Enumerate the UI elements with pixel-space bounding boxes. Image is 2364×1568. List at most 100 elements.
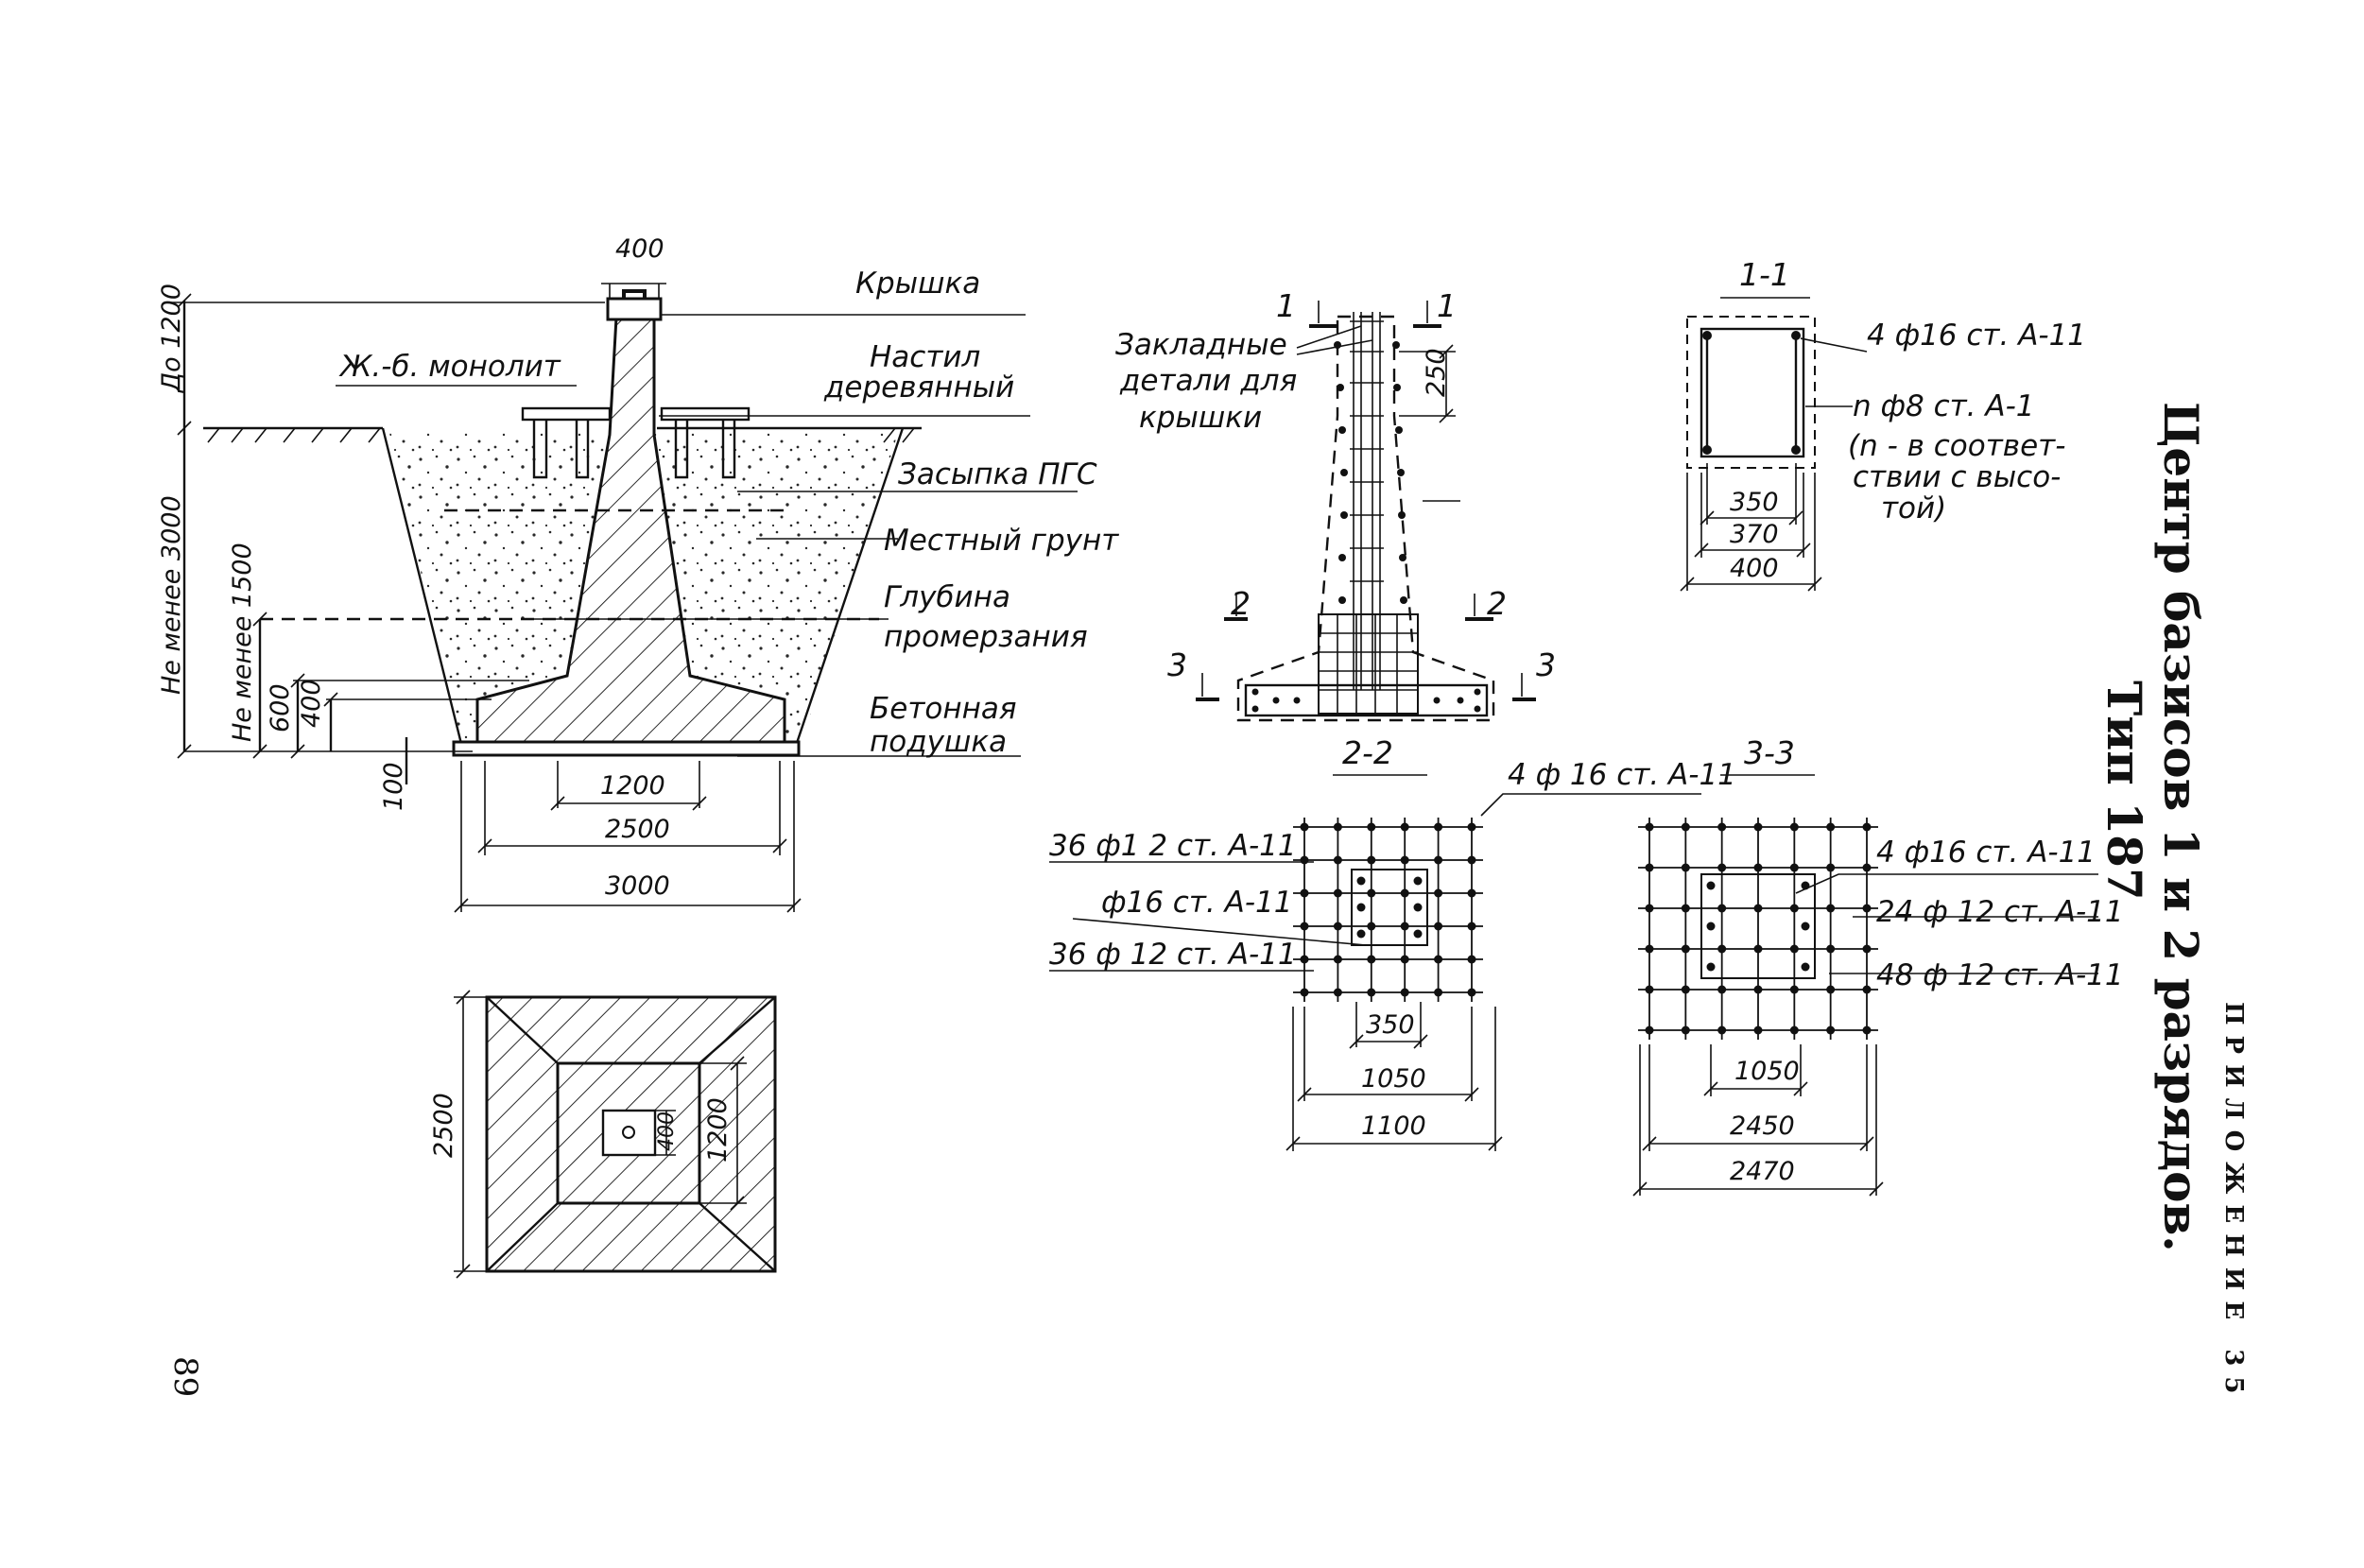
cut-1-right: 1 xyxy=(1437,287,1457,324)
rebar-dot xyxy=(1862,863,1872,872)
rebar-dot xyxy=(1356,903,1366,912)
dim-2500: 2500 xyxy=(605,815,670,844)
s22-rebar-c: 36 ф 12 ст. А-11 xyxy=(1049,938,1297,972)
rebar-dot xyxy=(1434,888,1443,898)
plan-dim-400: 400 xyxy=(655,1111,679,1151)
rebar-dot xyxy=(1681,985,1690,994)
rebar-dot xyxy=(1753,985,1763,994)
section-2-2-grid xyxy=(1293,818,1483,1002)
wooden-deck xyxy=(521,406,612,422)
rebar-dot xyxy=(1333,855,1342,865)
rebar-dot xyxy=(1367,855,1376,865)
rebar-dot xyxy=(1789,863,1799,872)
rebar-dot xyxy=(1645,1025,1654,1035)
rebar-dot xyxy=(1753,1025,1763,1035)
s11-dim-370: 370 xyxy=(1730,520,1779,549)
rebar-dot xyxy=(1400,988,1409,997)
rebar-dot xyxy=(1333,955,1342,964)
rebar-dot xyxy=(1467,955,1476,964)
label-cover: Крышка xyxy=(855,267,980,301)
rebar-dot xyxy=(1826,863,1836,872)
rebar-dot xyxy=(1753,863,1763,872)
rebar-dot xyxy=(1717,1025,1727,1035)
rebar-dot xyxy=(1300,855,1309,865)
cut-1-left: 1 xyxy=(1276,287,1296,324)
s22-rebar-top: 4 ф 16 ст. А-11 xyxy=(1508,758,1736,792)
rebar-dot xyxy=(1467,855,1476,865)
label-embedded-1: Закладные xyxy=(1115,328,1287,362)
rebar-dot xyxy=(1356,876,1366,886)
dim-3000: 3000 xyxy=(605,871,670,901)
rebar-dot xyxy=(1753,944,1763,954)
cover xyxy=(606,297,663,321)
s11-note-1: (n - в соответ- xyxy=(1848,429,2065,463)
rebar-dot xyxy=(1753,822,1763,832)
s11-dim-350: 350 xyxy=(1730,488,1779,517)
dim-min-1500: Не менее 1500 xyxy=(228,543,257,742)
rebar-dot xyxy=(1333,888,1342,898)
rebar-dot xyxy=(1801,922,1810,931)
rebar-dot xyxy=(1789,1025,1799,1035)
rebar-dot xyxy=(1367,988,1376,997)
rebar-dot xyxy=(1753,904,1763,913)
rebar-dot xyxy=(1434,922,1443,931)
rebar-dot xyxy=(1356,929,1366,939)
dim-1200: 1200 xyxy=(600,771,665,801)
rebar-dot xyxy=(1413,929,1423,939)
s33-rebar-b: 24 ф 12 ст. А-11 xyxy=(1876,895,2124,929)
rebar-dot xyxy=(1434,855,1443,865)
label-deck-2: деревянный xyxy=(823,370,1014,405)
dim-250: 250 xyxy=(1422,348,1451,397)
rebar-dot xyxy=(1400,922,1409,931)
rebar-dot xyxy=(1717,985,1727,994)
rebar-dot xyxy=(1300,822,1309,832)
rebar-dot xyxy=(1681,863,1690,872)
section-2-2-title: 2-2 xyxy=(1342,734,1393,771)
rebar-dot xyxy=(1717,822,1727,832)
s22-dim-350: 350 xyxy=(1366,1010,1415,1040)
rebar-dot xyxy=(1400,888,1409,898)
label-embedded-2: детали для xyxy=(1119,364,1297,398)
s22-dim-1100: 1100 xyxy=(1361,1111,1426,1141)
section-2-2: 2-2 4 ф 16 ст. А-11 36 ф1 2 ст. А-11 ф16… xyxy=(1049,734,1736,1151)
label-soil: Местный грунт xyxy=(884,524,1119,558)
rebar-dot xyxy=(1826,944,1836,954)
label-pad-2: подушка xyxy=(870,725,1007,759)
rebar-dot xyxy=(1300,988,1309,997)
rebar-dot xyxy=(1367,888,1376,898)
label-frost-1: Глубина xyxy=(884,580,1010,614)
foundation-plan: 2500 1200 400 xyxy=(429,990,777,1279)
label-pad-1: Бетонная xyxy=(870,692,1017,726)
plan-dim-2500: 2500 xyxy=(429,1093,458,1158)
rebar-dot xyxy=(1645,863,1654,872)
rebar-dot xyxy=(1789,985,1799,994)
label-monolith: Ж.-б. монолит xyxy=(338,350,561,384)
cut-3-left: 3 xyxy=(1167,646,1187,683)
rebar-dot xyxy=(1789,904,1799,913)
rebar-dot xyxy=(1645,985,1654,994)
s33-rebar-c: 48 ф 12 ст. А-11 xyxy=(1876,958,2124,992)
s11-dim-400: 400 xyxy=(1730,554,1779,583)
section-1-1: 1-1 4 ф16 ст. А-11 n ф8 ст. А-1 (n - в с… xyxy=(1680,256,2086,592)
rebar-dot xyxy=(1862,985,1872,994)
rebar-dot xyxy=(1467,822,1476,832)
rebar-dot xyxy=(1400,855,1409,865)
rebar-dot xyxy=(1826,822,1836,832)
rebar-dot xyxy=(1681,904,1690,913)
rebar-dot xyxy=(1681,822,1690,832)
page-number: 89 xyxy=(166,1356,204,1397)
dim-min-3000: Не менее 3000 xyxy=(157,495,186,695)
title-block: Центр базисов 1 и 2 разрядов. Тип 187 ПР… xyxy=(166,402,2248,1404)
rebar-dot xyxy=(1300,888,1309,898)
rebar-dot xyxy=(1826,985,1836,994)
rebar-dot xyxy=(1400,822,1409,832)
s33-dim-1050: 1050 xyxy=(1734,1057,1800,1086)
rebar-dot xyxy=(1413,876,1423,886)
rebar-dot xyxy=(1645,944,1654,954)
rebar-dot xyxy=(1706,922,1716,931)
s11-rebar-main: 4 ф16 ст. А-11 xyxy=(1867,319,2086,353)
cut-2-left: 2 xyxy=(1231,585,1251,622)
label-embedded-3: крышки xyxy=(1139,401,1262,435)
rebar-dot xyxy=(1367,955,1376,964)
